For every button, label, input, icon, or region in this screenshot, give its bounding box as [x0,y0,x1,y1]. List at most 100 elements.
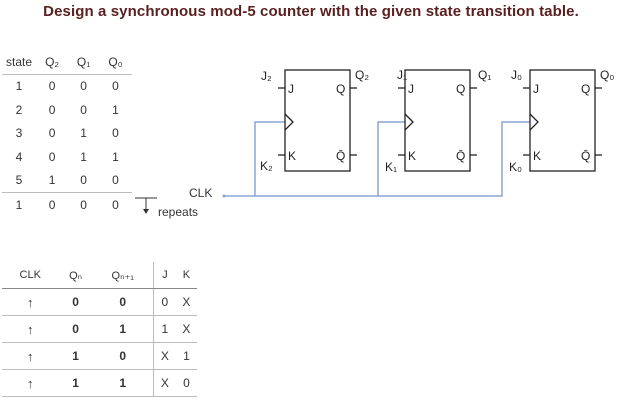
state-cell: 1 [80,149,87,164]
clock-triangle-icon [404,113,414,131]
q1-label: Q₁ [478,68,491,82]
state-cell: 0 [48,126,56,141]
pin-q: Q [336,82,345,96]
state-table-header: state Q₂ Q₁ Q₀ [2,50,132,75]
header-q2: Q₂ [36,50,69,75]
state-row-repeat: 1 0 0 0 [2,192,132,217]
down-arrow-icon [143,209,149,214]
jk-cell: X [152,369,176,397]
k2-label: K₂ [260,159,273,173]
state-cell: 1 [112,149,119,164]
state-cell: 0 [99,192,132,217]
clock-dot [222,194,226,198]
jk-cell: 1 [152,315,176,343]
header-clk: CLK [2,262,59,289]
state-row: 4 0 1 1 [2,145,132,169]
state-cell: 0 [48,79,56,94]
jk-cell: 1 [92,369,154,397]
flipflop-0: J₀ K₀ Q₀ J K Q Q̄ [509,68,614,174]
repeats-label: repeats [158,205,198,219]
pin-j: J [288,82,294,96]
clock-rising-edge-icon: ↑ [2,315,59,343]
pin-q: Q [581,82,590,96]
header-qn: Qₙ [58,262,93,289]
jk-cell: 0 [92,288,154,316]
flipflop-1: J₁ K₁ Q₁ J K Q Q̄ [385,68,491,174]
repeats-marker: repeats [135,197,198,219]
header-j: J [152,262,176,289]
state-cell: 5 [15,173,23,188]
state-cell: 1 [2,192,36,217]
header-qn1: Qₙ₊₁ [92,262,154,289]
state-cell: 4 [15,149,23,164]
jk-cell: 1 [58,342,93,370]
jk-row: ↑ 1 1 X 0 [2,369,197,397]
state-row: 5 1 0 0 [2,169,132,193]
jk-cell: 0 [58,288,93,316]
clock-rising-edge-icon: ↑ [2,342,59,370]
jk-cell: 0 [58,315,93,343]
pin-k: K [408,149,416,163]
j2-label: J₂ [261,69,272,83]
jk-row: ↑ 0 1 1 X [2,315,197,343]
clock-rising-edge-icon: ↑ [2,288,59,316]
state-cell: 0 [112,126,119,141]
pin-q: Q [456,82,465,96]
jk-cell: 0 [175,369,197,397]
q0-label: Q₀ [600,68,614,82]
pin-qbar: Q̄ [581,149,590,163]
clock-wire [255,121,405,197]
state-cell: 0 [80,173,87,188]
clock-label: CLK [189,186,212,200]
j0-label: J₀ [511,68,522,82]
header-k: K [175,262,197,289]
header-q0: Q₀ [99,50,132,75]
state-cell: 0 [80,102,87,117]
clock-triangle-icon [284,113,294,131]
page-title: Design a synchronous mod-5 counter with … [43,3,579,20]
state-cell: 0 [112,79,119,94]
jk-row: ↑ 0 0 0 X [2,288,197,316]
state-cell: 0 [112,173,119,188]
jk-table-header: CLK Qₙ Qₙ₊₁ J K [2,262,197,289]
jk-row: ↑ 1 0 X 1 [2,342,197,370]
state-cell: 1 [112,102,119,117]
state-cell: 0 [68,192,100,217]
jk-cell: X [175,288,197,316]
jk-cell: 1 [175,342,197,370]
state-cell: 2 [15,102,23,117]
q2-label: Q₂ [355,68,369,82]
pin-j: J [533,82,539,96]
k1-label: K₁ [385,160,397,174]
state-transition-table: state Q₂ Q₁ Q₀ 1 0 0 0 2 0 0 1 3 0 1 0 4… [2,50,132,217]
pin-qbar: Q̄ [456,149,465,163]
j1-label: J₁ [397,68,407,82]
state-cell: 0 [48,102,56,117]
jk-cell: X [152,342,176,370]
flipflop-2: J₂ K₂ Q₂ J K Q Q̄ [260,68,369,173]
state-row: 1 0 0 0 [2,74,132,98]
state-cell: 0 [48,149,56,164]
state-cell: 0 [36,192,69,217]
clock-rising-edge-icon: ↑ [2,369,59,397]
state-row: 3 0 1 0 [2,122,132,146]
state-cell: 1 [15,79,23,94]
state-cell: 1 [80,126,87,141]
state-cell: 1 [48,173,56,188]
clock-wiring: CLK [189,121,530,200]
jk-excitation-table: CLK Qₙ Qₙ₊₁ J K ↑ 0 0 0 X ↑ 0 1 1 X ↑ 1 … [2,262,197,397]
jk-cell: 0 [152,288,176,316]
pin-k: K [288,149,296,163]
k0-label: K₀ [509,160,522,174]
pin-k: K [533,149,541,163]
jk-cell: 1 [58,369,93,397]
jk-cell: X [175,315,197,343]
pin-j: J [408,82,414,96]
header-q1: Q₁ [68,50,100,75]
header-state: state [2,50,36,75]
jk-cell: 0 [92,342,154,370]
state-cell: 0 [80,79,87,94]
state-row: 2 0 0 1 [2,98,132,122]
clock-wire [224,121,285,197]
